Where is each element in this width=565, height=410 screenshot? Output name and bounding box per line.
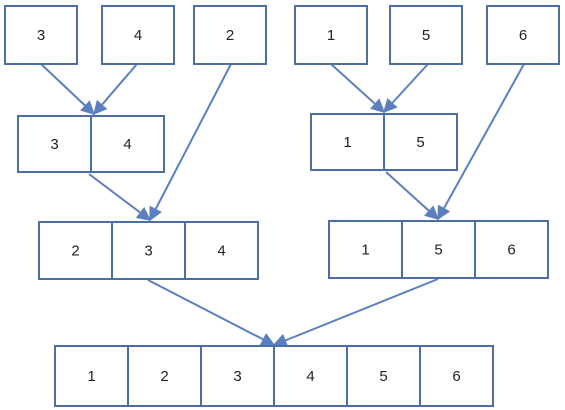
result-box-4-frame (346, 345, 421, 407)
arrow-leaf-5-to-pair (383, 63, 429, 114)
arrow-pair-left-to-triple (88, 173, 152, 221)
result-box-0-frame (54, 345, 129, 407)
leaf-box-0-frame (4, 5, 78, 65)
result-box-3-value: 4 (306, 368, 314, 385)
leaf-box-2-value: 2 (226, 27, 234, 44)
result-box-2-value: 3 (233, 368, 241, 385)
result-box-5: 6 (419, 345, 494, 407)
merge-arrows (40, 63, 525, 347)
leaf-box-0: 3 (4, 5, 78, 65)
leaf-box-2-frame (193, 5, 267, 65)
leaf-box-1-value: 4 (134, 27, 142, 44)
triple-0-box-2: 4 (184, 221, 259, 280)
result-box-4-value: 5 (379, 368, 387, 385)
triple-1-box-0: 1 (328, 220, 403, 279)
result-box-5-value: 6 (452, 368, 460, 385)
leaf-box-5-frame (486, 5, 560, 65)
pair-0-box-1-value: 4 (123, 136, 131, 153)
triple-1-box-1: 5 (401, 220, 476, 279)
pair-0-box-0-frame (17, 115, 92, 173)
triple-0-box-2-frame (184, 221, 259, 280)
triple-1-box-2: 6 (474, 220, 549, 279)
arrow-leaf-6-to-triple (437, 63, 525, 221)
leaf-box-3: 1 (294, 5, 368, 65)
triple-0-box-1: 3 (111, 221, 186, 280)
leaf-box-5: 6 (486, 5, 560, 65)
triple-1-box-0-frame (328, 220, 403, 279)
result-box-3-frame (273, 345, 348, 407)
result-box-0-value: 1 (87, 368, 95, 385)
pair-1-box-0-value: 1 (343, 134, 351, 151)
triple-0-box-2-value: 4 (217, 243, 225, 260)
pair-0-box-1-frame (90, 115, 165, 173)
arrow-leaf-3-to-pair (40, 63, 96, 115)
result-box-0: 1 (54, 345, 129, 407)
result-box-4: 5 (346, 345, 421, 407)
leaf-box-2: 2 (193, 5, 267, 65)
pair-1-box-0-frame (310, 113, 385, 171)
arrow-leaf-2-to-triple (149, 63, 232, 222)
pair-1-box-0: 1 (310, 113, 385, 171)
leaf-box-4-frame (389, 5, 463, 65)
triple-1-box-1-frame (401, 220, 476, 279)
triple-0-box-0-frame (38, 221, 113, 280)
result-box-5-frame (419, 345, 494, 407)
arrow-leaf-4-to-pair (93, 63, 138, 116)
leaf-box-5-value: 6 (519, 27, 527, 44)
triple-1-box-2-frame (474, 220, 549, 279)
triple-0-box-1-frame (111, 221, 186, 280)
result-box-2: 3 (200, 345, 275, 407)
number-boxes: 3 4 2 1 5 6 3 4 1 5 2 3 4 1 5 6 1 2 3 4 5 6 (4, 5, 560, 407)
pair-0-box-0: 3 (17, 115, 92, 173)
pair-1-box-1: 5 (383, 113, 458, 171)
arrow-pair-right-to-triple (385, 171, 440, 220)
triple-1-box-1-value: 5 (434, 242, 442, 259)
leaf-box-4: 5 (389, 5, 463, 65)
triple-0-box-1-value: 3 (144, 243, 152, 260)
triple-1-box-0-value: 1 (361, 242, 369, 259)
leaf-box-4-value: 5 (422, 27, 430, 44)
leaf-box-3-value: 1 (327, 27, 335, 44)
pair-0-box-0-value: 3 (50, 136, 58, 153)
pair-0-box-1: 4 (90, 115, 165, 173)
result-box-1-value: 2 (160, 368, 168, 385)
triple-0-box-0: 2 (38, 221, 113, 280)
leaf-box-1: 4 (101, 5, 175, 65)
arrow-left-triple-to-result (147, 279, 276, 346)
triple-0-box-0-value: 2 (71, 243, 79, 260)
leaf-box-1-frame (101, 5, 175, 65)
triple-1-box-2-value: 6 (507, 242, 515, 259)
pair-1-box-1-frame (383, 113, 458, 171)
arrow-right-triple-to-result (272, 278, 439, 347)
pair-1-box-1-value: 5 (416, 134, 424, 151)
leaf-box-0-value: 3 (37, 27, 45, 44)
arrow-leaf-1-to-pair (330, 63, 386, 113)
result-box-1: 2 (127, 345, 202, 407)
leaf-box-3-frame (294, 5, 368, 65)
result-box-3: 4 (273, 345, 348, 407)
